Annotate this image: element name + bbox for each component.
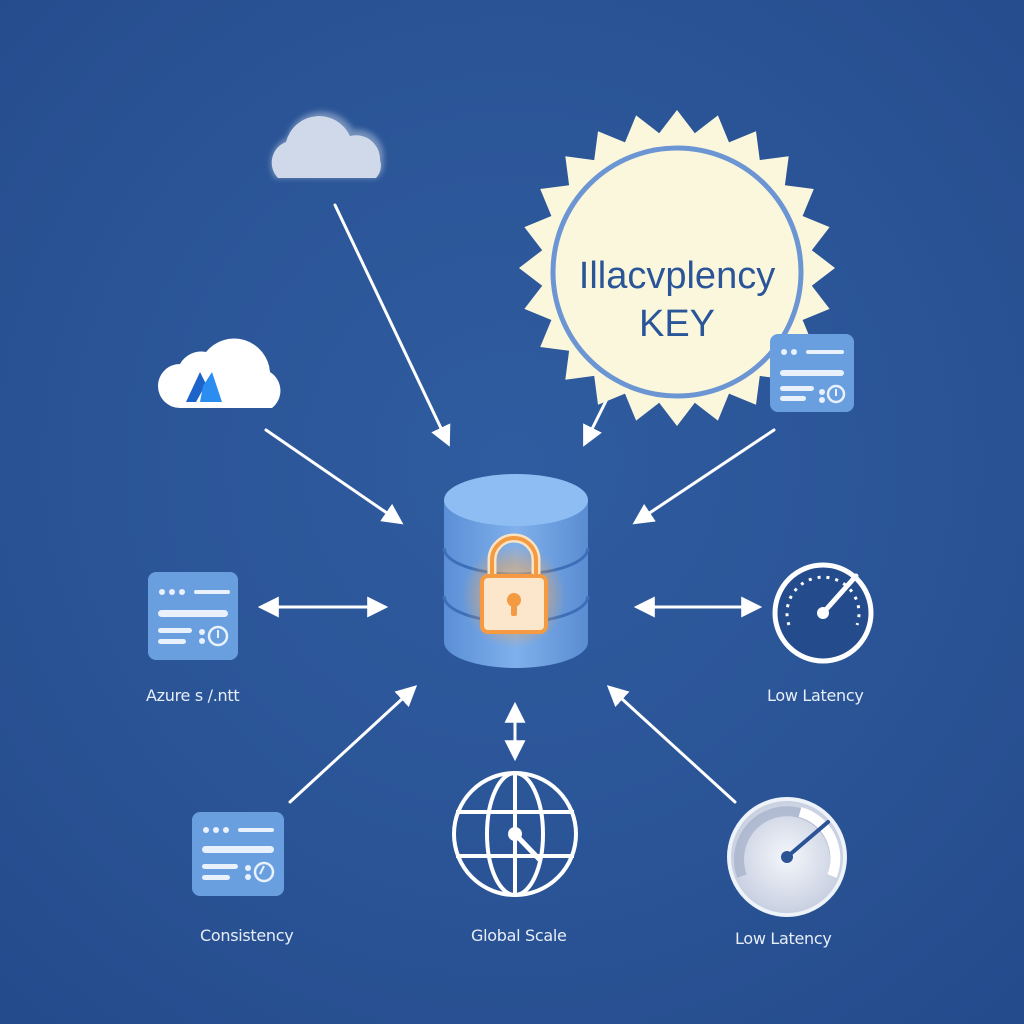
badge-subtitle: KEY [638,303,716,345]
globe-icon [452,771,578,897]
badge-title: Illacvplency [578,255,776,297]
azure-logo-icon [186,372,222,402]
arrow-azure-to-db [264,428,404,525]
connector-arrows [257,203,776,804]
dashboard-panel-icon [770,334,854,412]
global-scale-label: Global Scale [471,926,567,945]
speedometer-icon [727,797,847,917]
low-latency-label-right: Low Latency [767,686,864,705]
gauge-icon [772,562,874,664]
low-latency-label-bottom: Low Latency [735,929,832,948]
azure-label: Azure s /.ntt [146,686,240,705]
badge-icon [519,110,835,426]
lock-icon [462,533,566,648]
cloud-icon [270,111,384,178]
consistency-label: Consistency [200,926,294,945]
arrow-latency-to-db [606,685,737,804]
consistency-panel-icon [192,812,284,896]
azure-panel-icon [148,572,238,660]
azure-cloud-icon [158,338,281,408]
arrow-panel-to-db [632,428,776,525]
arrow-consistency-to-db [288,685,418,804]
arrow-cloud-to-db [333,203,451,447]
